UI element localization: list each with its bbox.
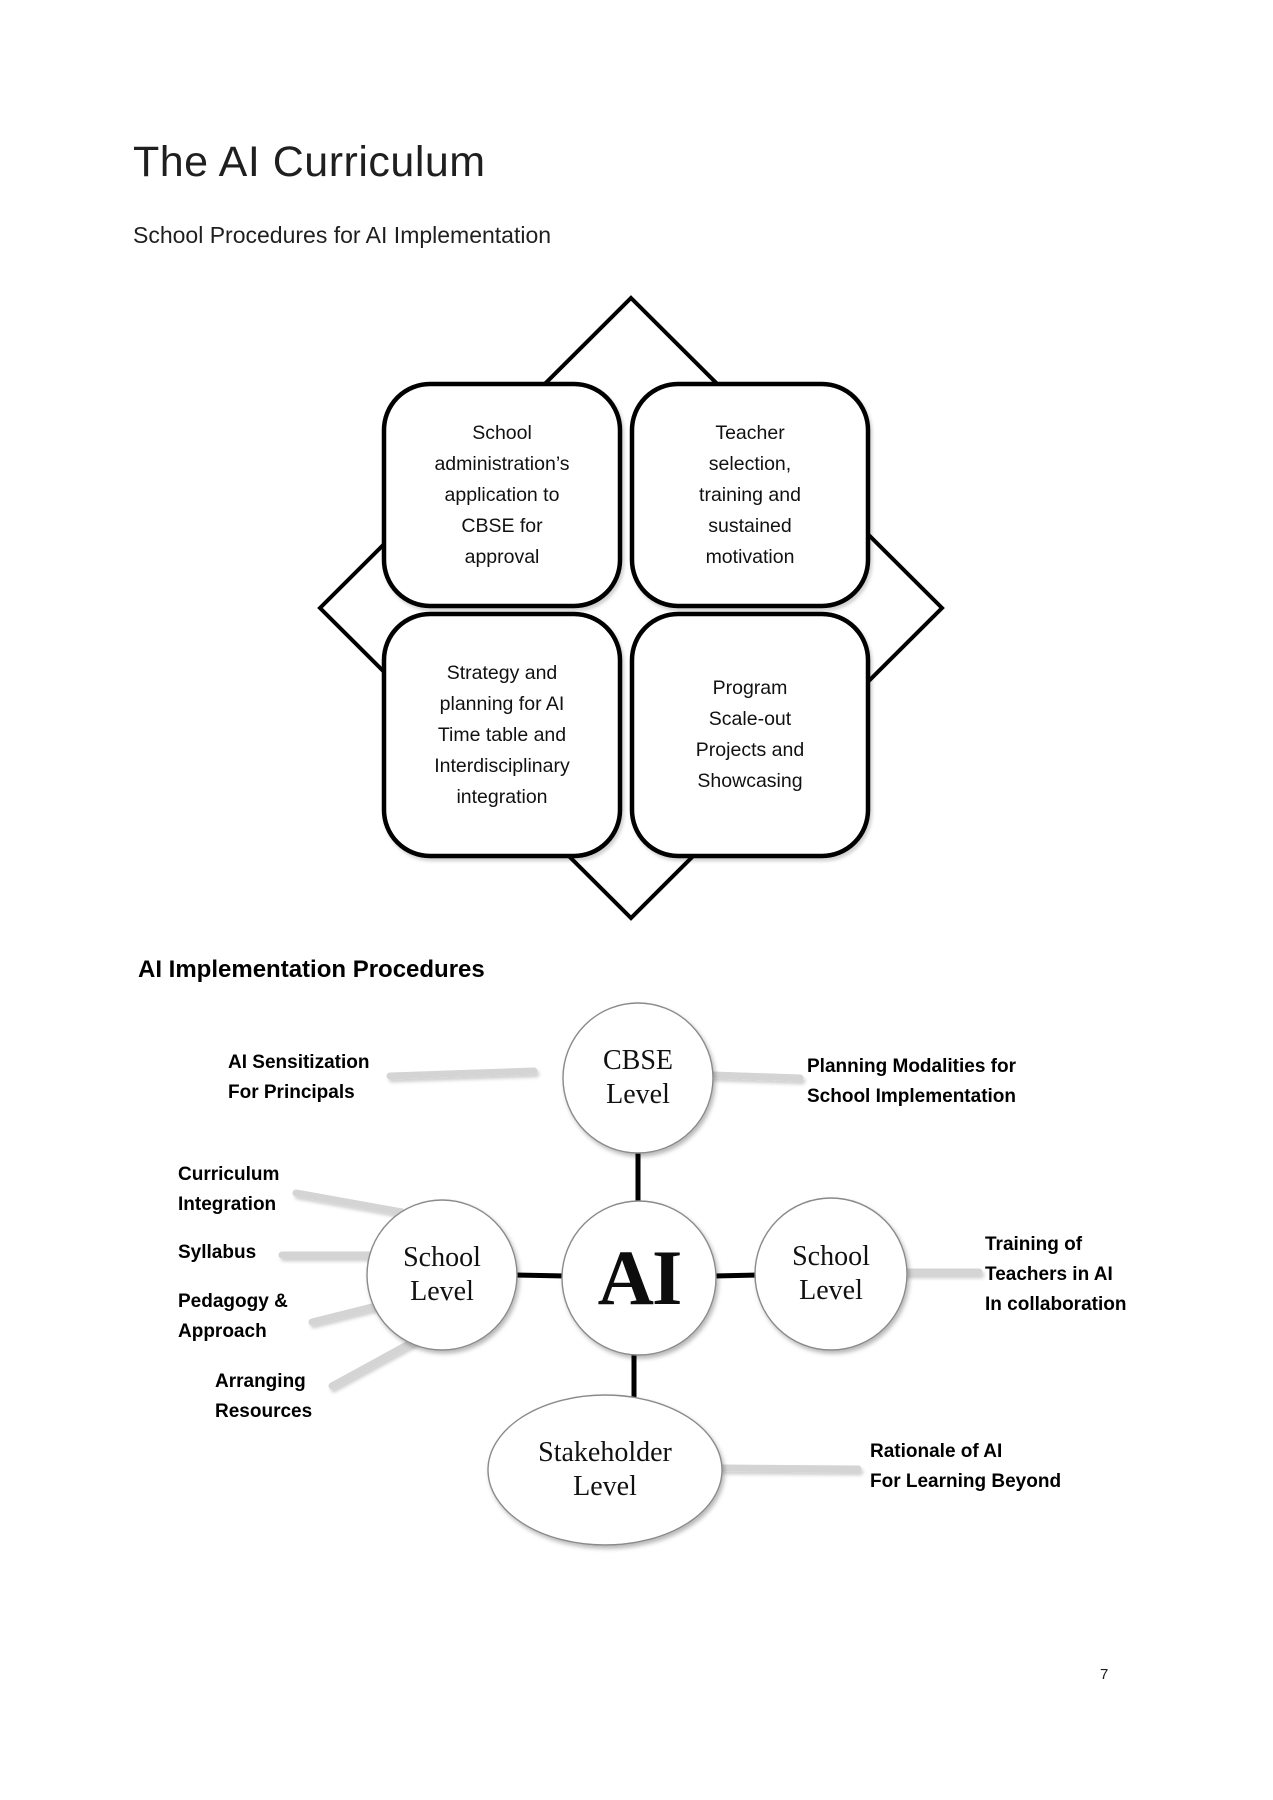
cbse-level-circle: [562, 1002, 714, 1154]
procedures-diagram: [317, 295, 945, 921]
label-arranging-resources: Arranging Resources: [215, 1371, 313, 1422]
link-schoolleft-ai: [514, 1272, 567, 1279]
label-syllabus: Syllabus: [178, 1242, 257, 1263]
procedure-box-2: [629, 381, 871, 609]
implementation-diagram: [278, 1002, 983, 1546]
stakeholder-level-ellipse: [487, 1394, 723, 1546]
procedure-box-1-text: School administration’s application to C…: [434, 421, 570, 568]
connector-ai-sensitization: [386, 1067, 538, 1080]
procedure-box-3: [381, 611, 623, 859]
label-rationale: Rationale of AI For Learning Beyond: [870, 1441, 1062, 1492]
school-level-right-circle: [754, 1197, 908, 1351]
connector-pedagogy-approach: [308, 1302, 380, 1326]
label-training-teachers: Training of Teachers in AI In collaborat…: [985, 1234, 1127, 1315]
school-level-right-label: School Level: [792, 1241, 870, 1306]
page-number: 7: [1100, 1666, 1109, 1683]
label-pedagogy-approach: Pedagogy & Approach: [178, 1291, 288, 1342]
procedure-box-2-text: Teacher selection, training and sustaine…: [699, 421, 801, 568]
section1-heading: School Procedures for AI Implementation: [133, 222, 552, 248]
procedure-box-4: [629, 611, 871, 859]
procedure-box-1: [381, 381, 623, 609]
stakeholder-level-label: Stakeholder Level: [538, 1437, 672, 1502]
school-level-left-circle: [366, 1199, 518, 1351]
ai-center-label: AI: [597, 1234, 683, 1321]
connector-planning-modalities: [709, 1071, 804, 1082]
cbse-level-label: CBSE Level: [602, 1045, 674, 1110]
label-planning-modalities: Planning Modalities for School Implement…: [807, 1056, 1017, 1107]
label-curriculum-integration: Curriculum Integration: [178, 1164, 280, 1215]
section2-heading: AI Implementation Procedures: [138, 956, 485, 983]
label-ai-sensitization: AI Sensitization For Principals: [228, 1052, 370, 1103]
page-title: The AI Curriculum: [133, 138, 486, 186]
school-level-left-label: School Level: [403, 1242, 481, 1307]
link-ai-schoolright: [713, 1272, 760, 1279]
connector-arranging-resources: [328, 1336, 420, 1390]
connector-curriculum-integration: [292, 1189, 406, 1216]
procedure-box-3-text: Strategy and planning for AI Time table …: [434, 661, 570, 808]
connector-rationale: [719, 1464, 862, 1473]
procedure-box-4-text: Program Scale-out Projects and Showcasin…: [695, 677, 805, 792]
ai-center-circle: [561, 1200, 717, 1356]
